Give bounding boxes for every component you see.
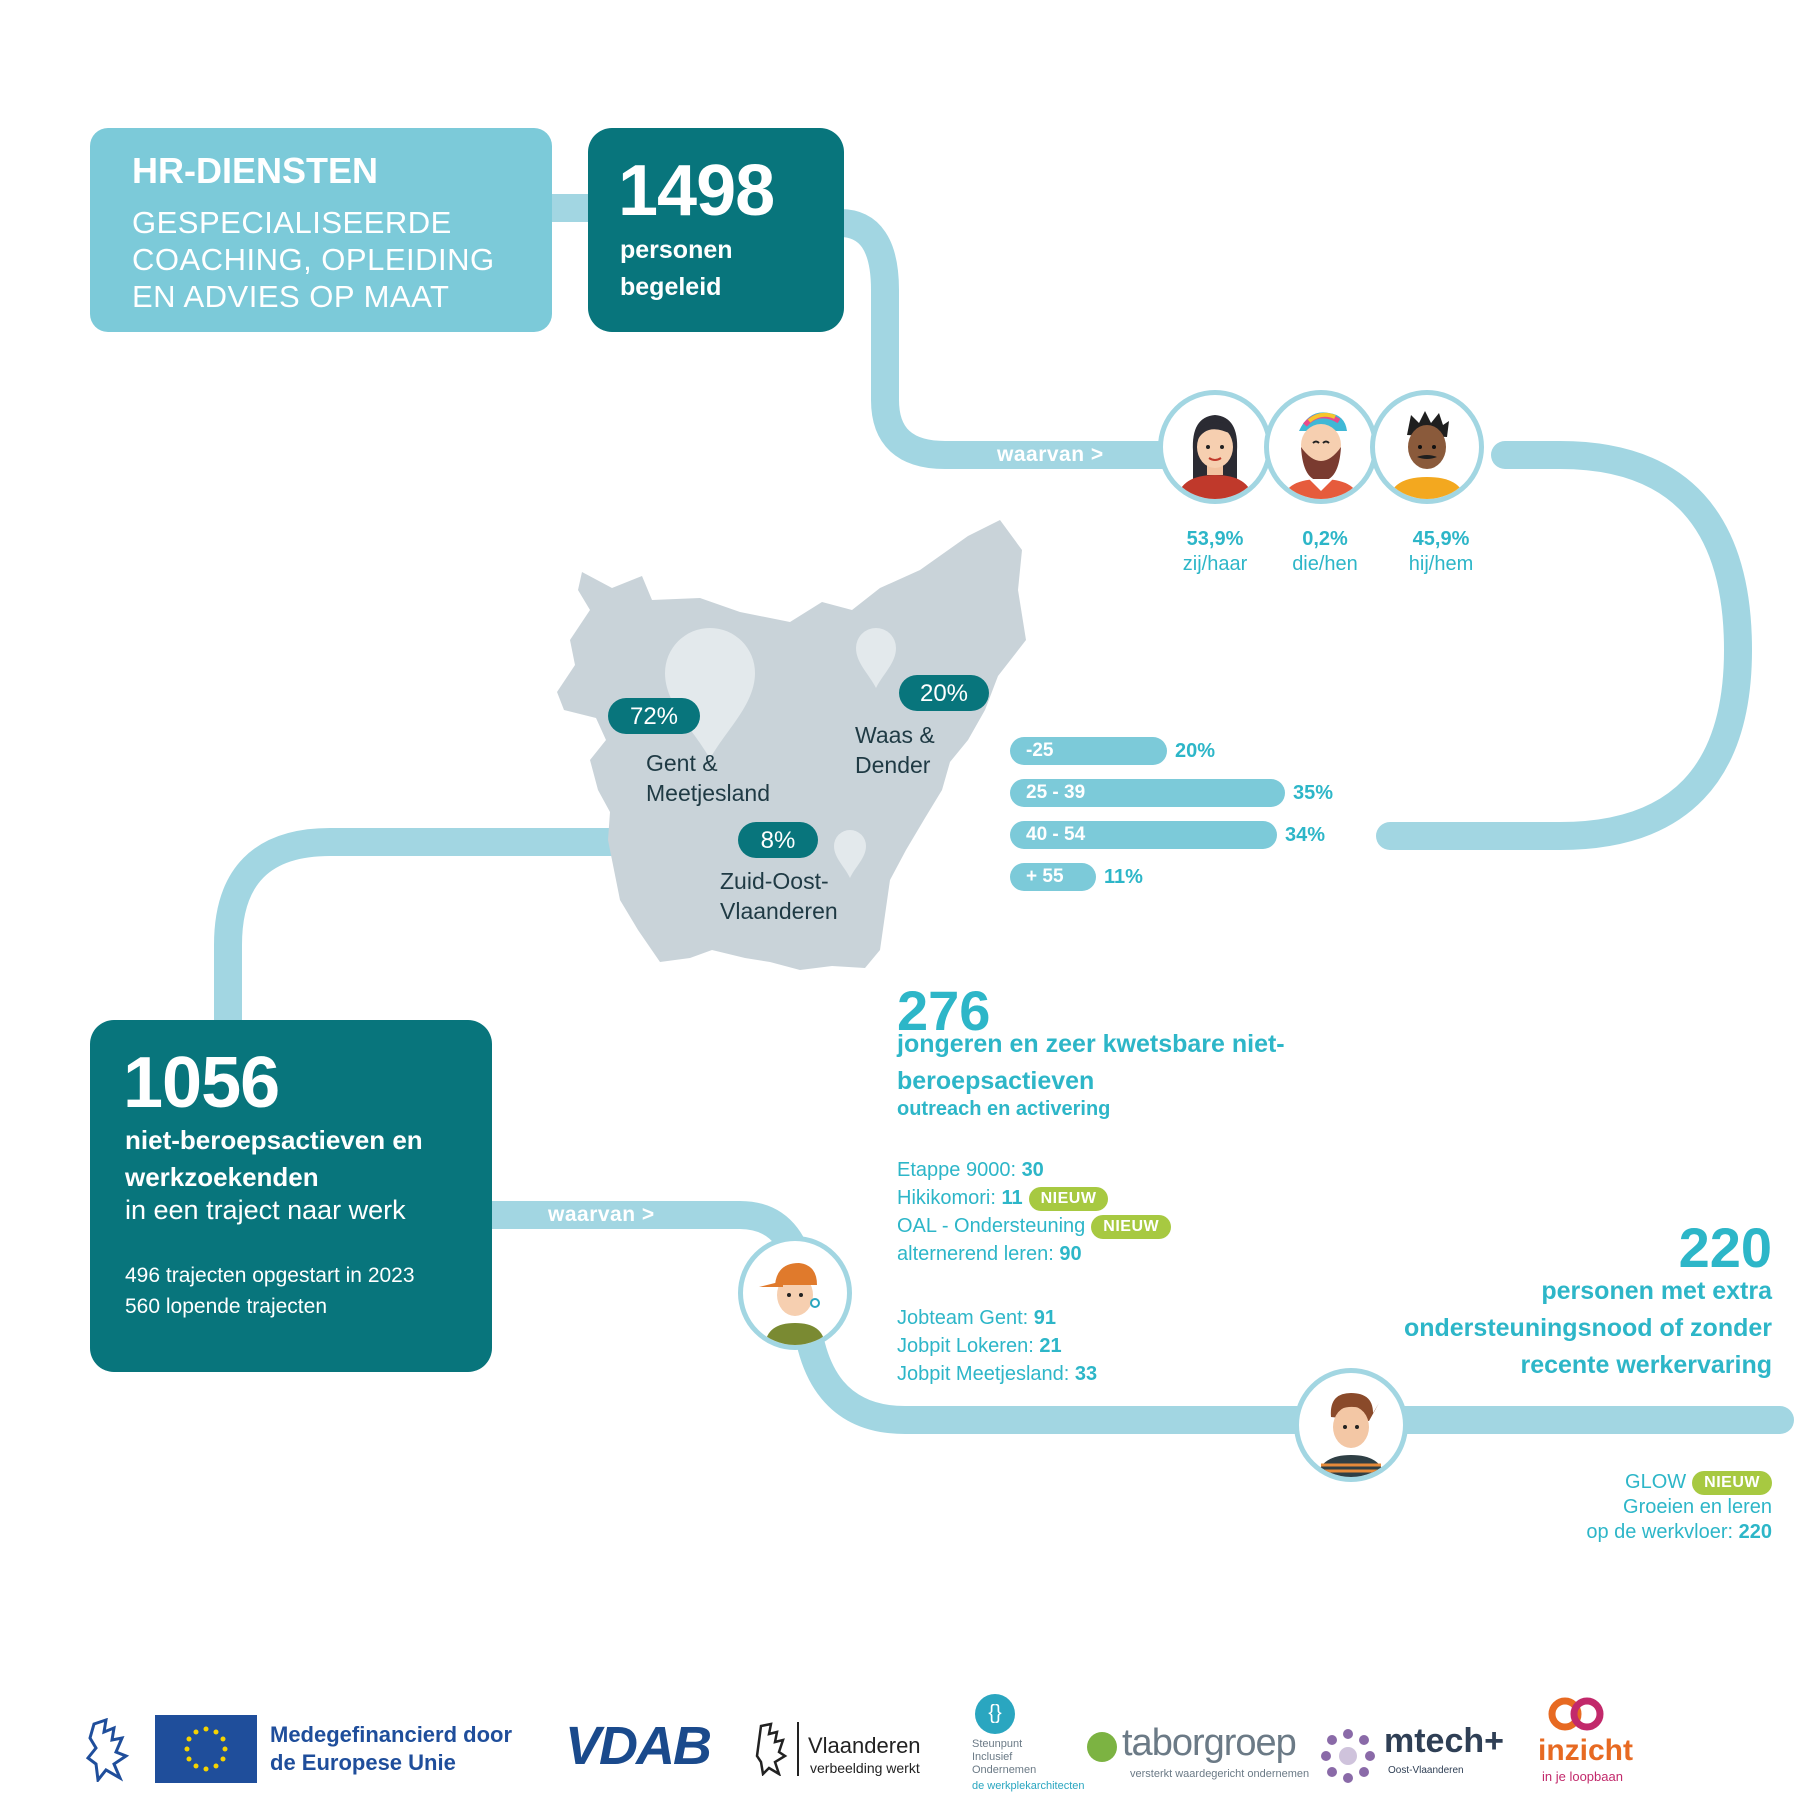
mtech-logo: mtech+	[1384, 1722, 1504, 1760]
program-alternerend: alternerend leren: 90	[897, 1243, 1082, 1265]
new-badge: NIEUW	[1091, 1215, 1172, 1239]
job-seekers-card: 1056 niet-beroepsactieven en werkzoekend…	[90, 1020, 492, 1372]
vlaanderen-tagline: verbeelding werkt	[810, 1760, 920, 1776]
new-badge: NIEUW	[1692, 1471, 1772, 1495]
inzicht-tagline: in je loopbaan	[1542, 1769, 1623, 1784]
jobpit-meetjesland: Jobpit Meetjesland: 33	[897, 1363, 1098, 1385]
trajectories-ongoing: 560 lopende trajecten	[125, 1295, 327, 1318]
eu-flag-icon	[155, 1715, 257, 1783]
mtech-region: Oost-Vlaanderen	[1388, 1765, 1464, 1776]
steunpunt-name: Steunpunt Inclusief Ondernemen	[972, 1738, 1037, 1776]
rainbow-hair-avatar-icon	[1264, 390, 1378, 504]
age-bar-over-55: + 55	[1010, 863, 1096, 891]
waarvan-label-top: waarvan >	[997, 443, 1104, 466]
region-name-gent: Gent & Meetjesland	[646, 750, 771, 806]
region-pct-zuid-oost: 8%	[738, 822, 818, 858]
age-bar-40-54: 40 - 54	[1010, 821, 1277, 849]
age-label-25-39: 25 - 39	[1026, 782, 1086, 803]
job-seekers-label: niet-beroepsactieven en werkzoekenden	[125, 1125, 423, 1192]
tabor-leaf-icon	[1087, 1732, 1117, 1762]
persons-guided-card: 1498 personen begeleid	[588, 128, 844, 332]
age-label-under-25: -25	[1026, 740, 1054, 761]
age-pct-under-25: 20%	[1175, 740, 1216, 762]
taborgroep-tagline: versterkt waardegericht ondernemen	[1130, 1768, 1310, 1780]
man-avatar-icon	[1370, 390, 1484, 504]
youth-title: jongeren en zeer kwetsbare niet-beroepsa…	[897, 1030, 1285, 1095]
gender-pct-female: 53,9%	[1186, 528, 1244, 550]
gender-label-nonbinary: die/hen	[1292, 553, 1358, 575]
new-badge: NIEUW	[1028, 1187, 1109, 1211]
gender-pct-male: 45,9%	[1412, 528, 1470, 550]
youth-number: 276	[897, 979, 991, 1042]
age-pct-over-55: 11%	[1104, 866, 1143, 888]
gender-label-male: hij/hem	[1408, 553, 1474, 575]
steunpunt-tagline: de werkplekarchitecten	[972, 1780, 1085, 1792]
age-pct-25-39: 35%	[1293, 782, 1334, 804]
gender-pct-nonbinary: 0,2%	[1302, 528, 1348, 550]
age-bar-under-25: -25	[1010, 737, 1167, 765]
vlaanderen-lion-icon	[755, 1722, 788, 1776]
job-seekers-details: 496 trajecten opgestart in 2023 560 lope…	[125, 1260, 415, 1322]
support-number: 220	[1678, 1216, 1772, 1279]
flemish-lion-icon	[86, 1718, 130, 1782]
support-title: personen met extra ondersteuningsnood of…	[1403, 1277, 1772, 1379]
mtech-gear-icon	[1321, 1729, 1375, 1783]
steunpunt-braces-icon: {}	[975, 1694, 1015, 1734]
age-pct-40-54: 34%	[1285, 824, 1326, 846]
age-bar-25-39: 25 - 39	[1010, 779, 1285, 807]
hr-subtitle: GESPECIALISEERDE COACHING, OPLEIDING EN …	[132, 205, 495, 314]
young-man-striped-avatar-icon	[1294, 1368, 1408, 1482]
jobteam-gent: Jobteam Gent: 91	[897, 1307, 1056, 1329]
job-seekers-sublabel: in een traject naar werk	[125, 1195, 406, 1225]
program-etappe: Etappe 9000: 30	[897, 1159, 1044, 1181]
young-woman-cap-avatar-icon	[738, 1236, 852, 1350]
region-name-zuid-oost: Zuid-Oost-Vlaanderen	[720, 868, 838, 924]
jobpit-lokeren: Jobpit Lokeren: 21	[897, 1335, 1062, 1357]
waarvan-label-bottom: waarvan >	[548, 1203, 655, 1226]
job-seekers-number: 1056	[123, 1043, 280, 1123]
persons-guided-label: personen begeleid	[620, 236, 733, 301]
woman-avatar-icon	[1158, 390, 1272, 504]
vlaanderen-title: Vlaanderen	[808, 1733, 921, 1758]
glow-line2: op de werkvloer: 220	[1586, 1521, 1772, 1543]
taborgroep-logo: taborgroep	[1122, 1722, 1297, 1764]
inzicht-rings-icon	[1548, 1697, 1604, 1731]
jobteams-list: Jobteam Gent: 91 Jobpit Lokeren: 21 Jobp…	[897, 1304, 1237, 1388]
region-name-waas: Waas & Dender	[855, 722, 935, 778]
inzicht-logo: inzicht	[1538, 1734, 1633, 1767]
persons-guided-number: 1498	[618, 151, 775, 231]
eu-cofunded-text: Medegefinancierd door de Europese Unie	[270, 1722, 513, 1775]
region-pct-gent: 72%	[608, 698, 700, 734]
hr-diensten-card: HR-DIENSTEN GESPECIALISEERDE COACHING, O…	[90, 128, 552, 332]
age-label-40-54: 40 - 54	[1026, 824, 1086, 845]
hr-title: HR-DIENSTEN	[132, 150, 379, 191]
vlaanderen-divider	[797, 1722, 799, 1776]
gender-label-female: zij/haar	[1182, 553, 1248, 575]
glow-line1: Groeien en leren	[1623, 1496, 1772, 1518]
trajectories-started: 496 trajecten opgestart in 2023	[125, 1264, 415, 1287]
age-label-over-55: + 55	[1026, 866, 1064, 887]
youth-subtitle: outreach en activering	[897, 1098, 1111, 1120]
vdab-logo: VDAB	[565, 1716, 712, 1776]
region-pct-waas: 20%	[899, 675, 989, 711]
map-shape	[557, 520, 1026, 970]
